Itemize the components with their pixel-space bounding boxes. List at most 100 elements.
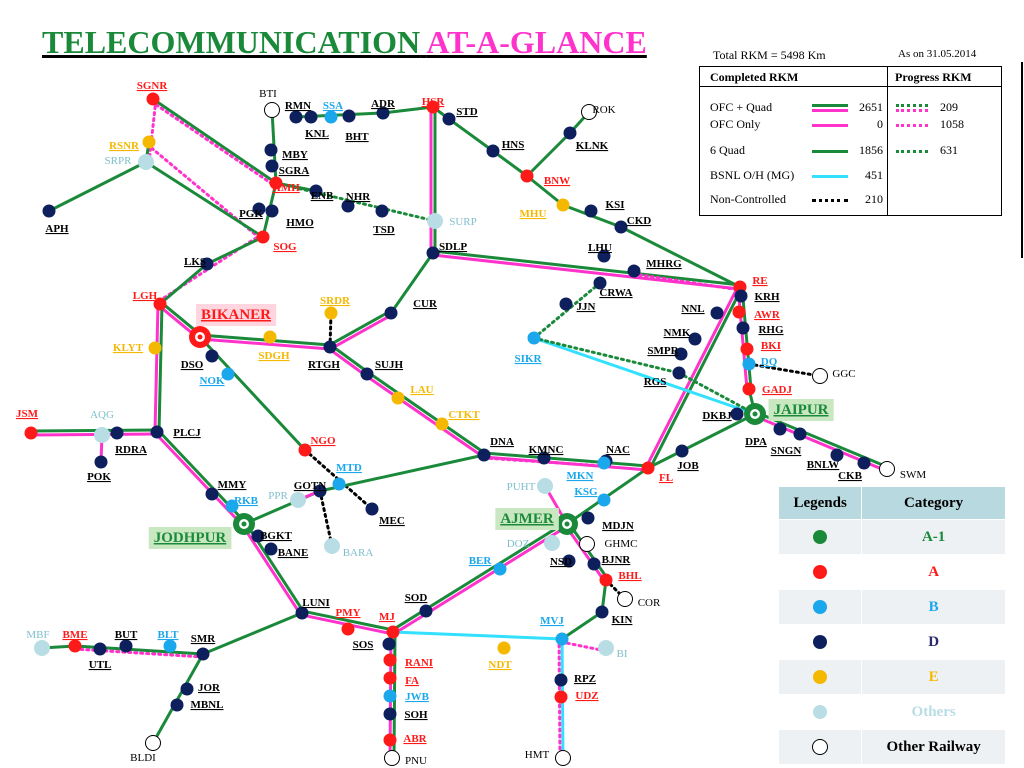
line-MVJ-BI-63	[559, 640, 607, 653]
station-sod	[419, 604, 433, 618]
rkm-label-2: 6 Quad	[710, 143, 745, 157]
label-mvj: MVJ	[540, 615, 564, 627]
station-ctkt	[435, 417, 449, 431]
station-bme	[68, 639, 82, 653]
station-crwa	[593, 276, 607, 290]
station-jaipur-core	[752, 411, 758, 417]
rkm-progress-1: 1058	[940, 117, 964, 131]
label-rani: RANI	[405, 657, 433, 669]
station-nmk	[688, 332, 702, 346]
label-ssa: SSA	[323, 100, 343, 112]
label-swm: SWM	[900, 469, 927, 481]
station-mby	[264, 143, 278, 157]
legend-row: E	[777, 659, 1006, 695]
station-tsd	[375, 204, 389, 218]
rkm-completed-3: 451	[865, 168, 883, 182]
label-mbnl: MBNL	[191, 699, 224, 711]
station-sdlp	[426, 246, 440, 260]
rkm-completed-2: 1856	[859, 143, 883, 157]
label-bhl: BHL	[618, 570, 641, 582]
station-puht	[537, 478, 553, 494]
station-ggc	[812, 368, 828, 384]
station-aph	[42, 204, 56, 218]
station-sdgh	[263, 330, 277, 344]
network-stations	[24, 92, 895, 766]
label-mec: MEC	[379, 515, 405, 527]
line-JODHPUR-LUNI-55	[240, 523, 302, 616]
station-dpa	[773, 422, 787, 436]
line-SMR-LUNI-72	[201, 611, 304, 656]
station-dkbj	[730, 407, 744, 421]
station-enb	[309, 184, 323, 198]
station-ksg	[597, 493, 611, 507]
station-rgs	[672, 366, 686, 380]
rkm-completed-1: 0	[877, 117, 883, 131]
line-SIKR-CRWA-51	[532, 281, 602, 340]
rkm-progress-swatch-0	[896, 104, 928, 112]
station-nnl	[710, 306, 724, 320]
label-lks: LKS	[184, 256, 206, 268]
legend-swatch-cell	[777, 659, 863, 695]
station-dso	[205, 349, 219, 363]
station-sngn	[793, 427, 807, 441]
line-SUJH-DNA-34	[364, 374, 485, 459]
label-mhu: MHU	[520, 208, 547, 220]
station-bara	[324, 538, 340, 554]
station-hsr	[426, 100, 440, 114]
station-bikaner-core	[197, 334, 203, 340]
label-re: RE	[752, 275, 767, 287]
station-lau	[391, 391, 405, 405]
label-sod: SOD	[405, 592, 428, 604]
label-doz: DOZ	[507, 538, 530, 550]
line-CUR-SDLP-31	[389, 251, 435, 315]
label-bki: BKI	[761, 340, 781, 352]
station-klyt	[148, 341, 162, 355]
legend-category-0: A-1	[861, 519, 1006, 555]
label-smr: SMR	[191, 633, 217, 645]
label-sos: SOS	[353, 639, 374, 651]
station-smr	[196, 647, 210, 661]
station-std	[442, 112, 456, 126]
label-bnw: BNW	[544, 175, 570, 187]
station-job	[675, 444, 689, 458]
label-kin: KIN	[612, 614, 633, 626]
station-pgk	[252, 202, 266, 216]
legend-swatch-cell	[777, 694, 863, 730]
station-sog	[256, 230, 270, 244]
station-gotn	[313, 484, 327, 498]
station-luni	[295, 606, 309, 620]
label-std: STD	[456, 106, 477, 118]
line-JSM-PLCJ-37	[29, 428, 159, 433]
label-ghmc: GHMC	[604, 538, 637, 550]
line-SDLP-RE-21	[431, 249, 742, 287]
station-gadj	[742, 382, 756, 396]
legend-dot-1	[813, 565, 828, 580]
label-puht: PUHT	[507, 481, 536, 493]
station-lks	[200, 257, 214, 271]
station-rani	[383, 653, 397, 667]
station-rmn	[289, 110, 303, 124]
line-RSNR-SOG-14	[145, 142, 263, 241]
station-kmnc	[537, 451, 551, 465]
station-sujh	[360, 367, 374, 381]
legend-category-6: Other Railway	[861, 729, 1006, 765]
station-rhg	[736, 321, 750, 335]
line-CKD-RE-23	[619, 225, 742, 289]
label-smpr: SMPR	[647, 345, 679, 357]
label-ckb: CKB	[838, 470, 863, 482]
line-DNA-FL-43	[482, 455, 650, 472]
station-lhu	[597, 249, 611, 263]
rkm-divider-h	[700, 86, 1001, 87]
line-RE-GADJ-46	[740, 285, 753, 391]
label-sujh: SUJH	[375, 359, 404, 371]
line-LGH-LKS-27	[158, 262, 209, 306]
label-klyt: KLYT	[113, 342, 144, 354]
station-rdra	[110, 426, 124, 440]
label-knl: KNL	[305, 128, 329, 140]
label-mby: MBY	[282, 149, 308, 161]
station-bldi	[145, 735, 161, 751]
legend-row: A-1	[777, 519, 1006, 555]
legend-header-legends: Legends	[777, 486, 863, 520]
